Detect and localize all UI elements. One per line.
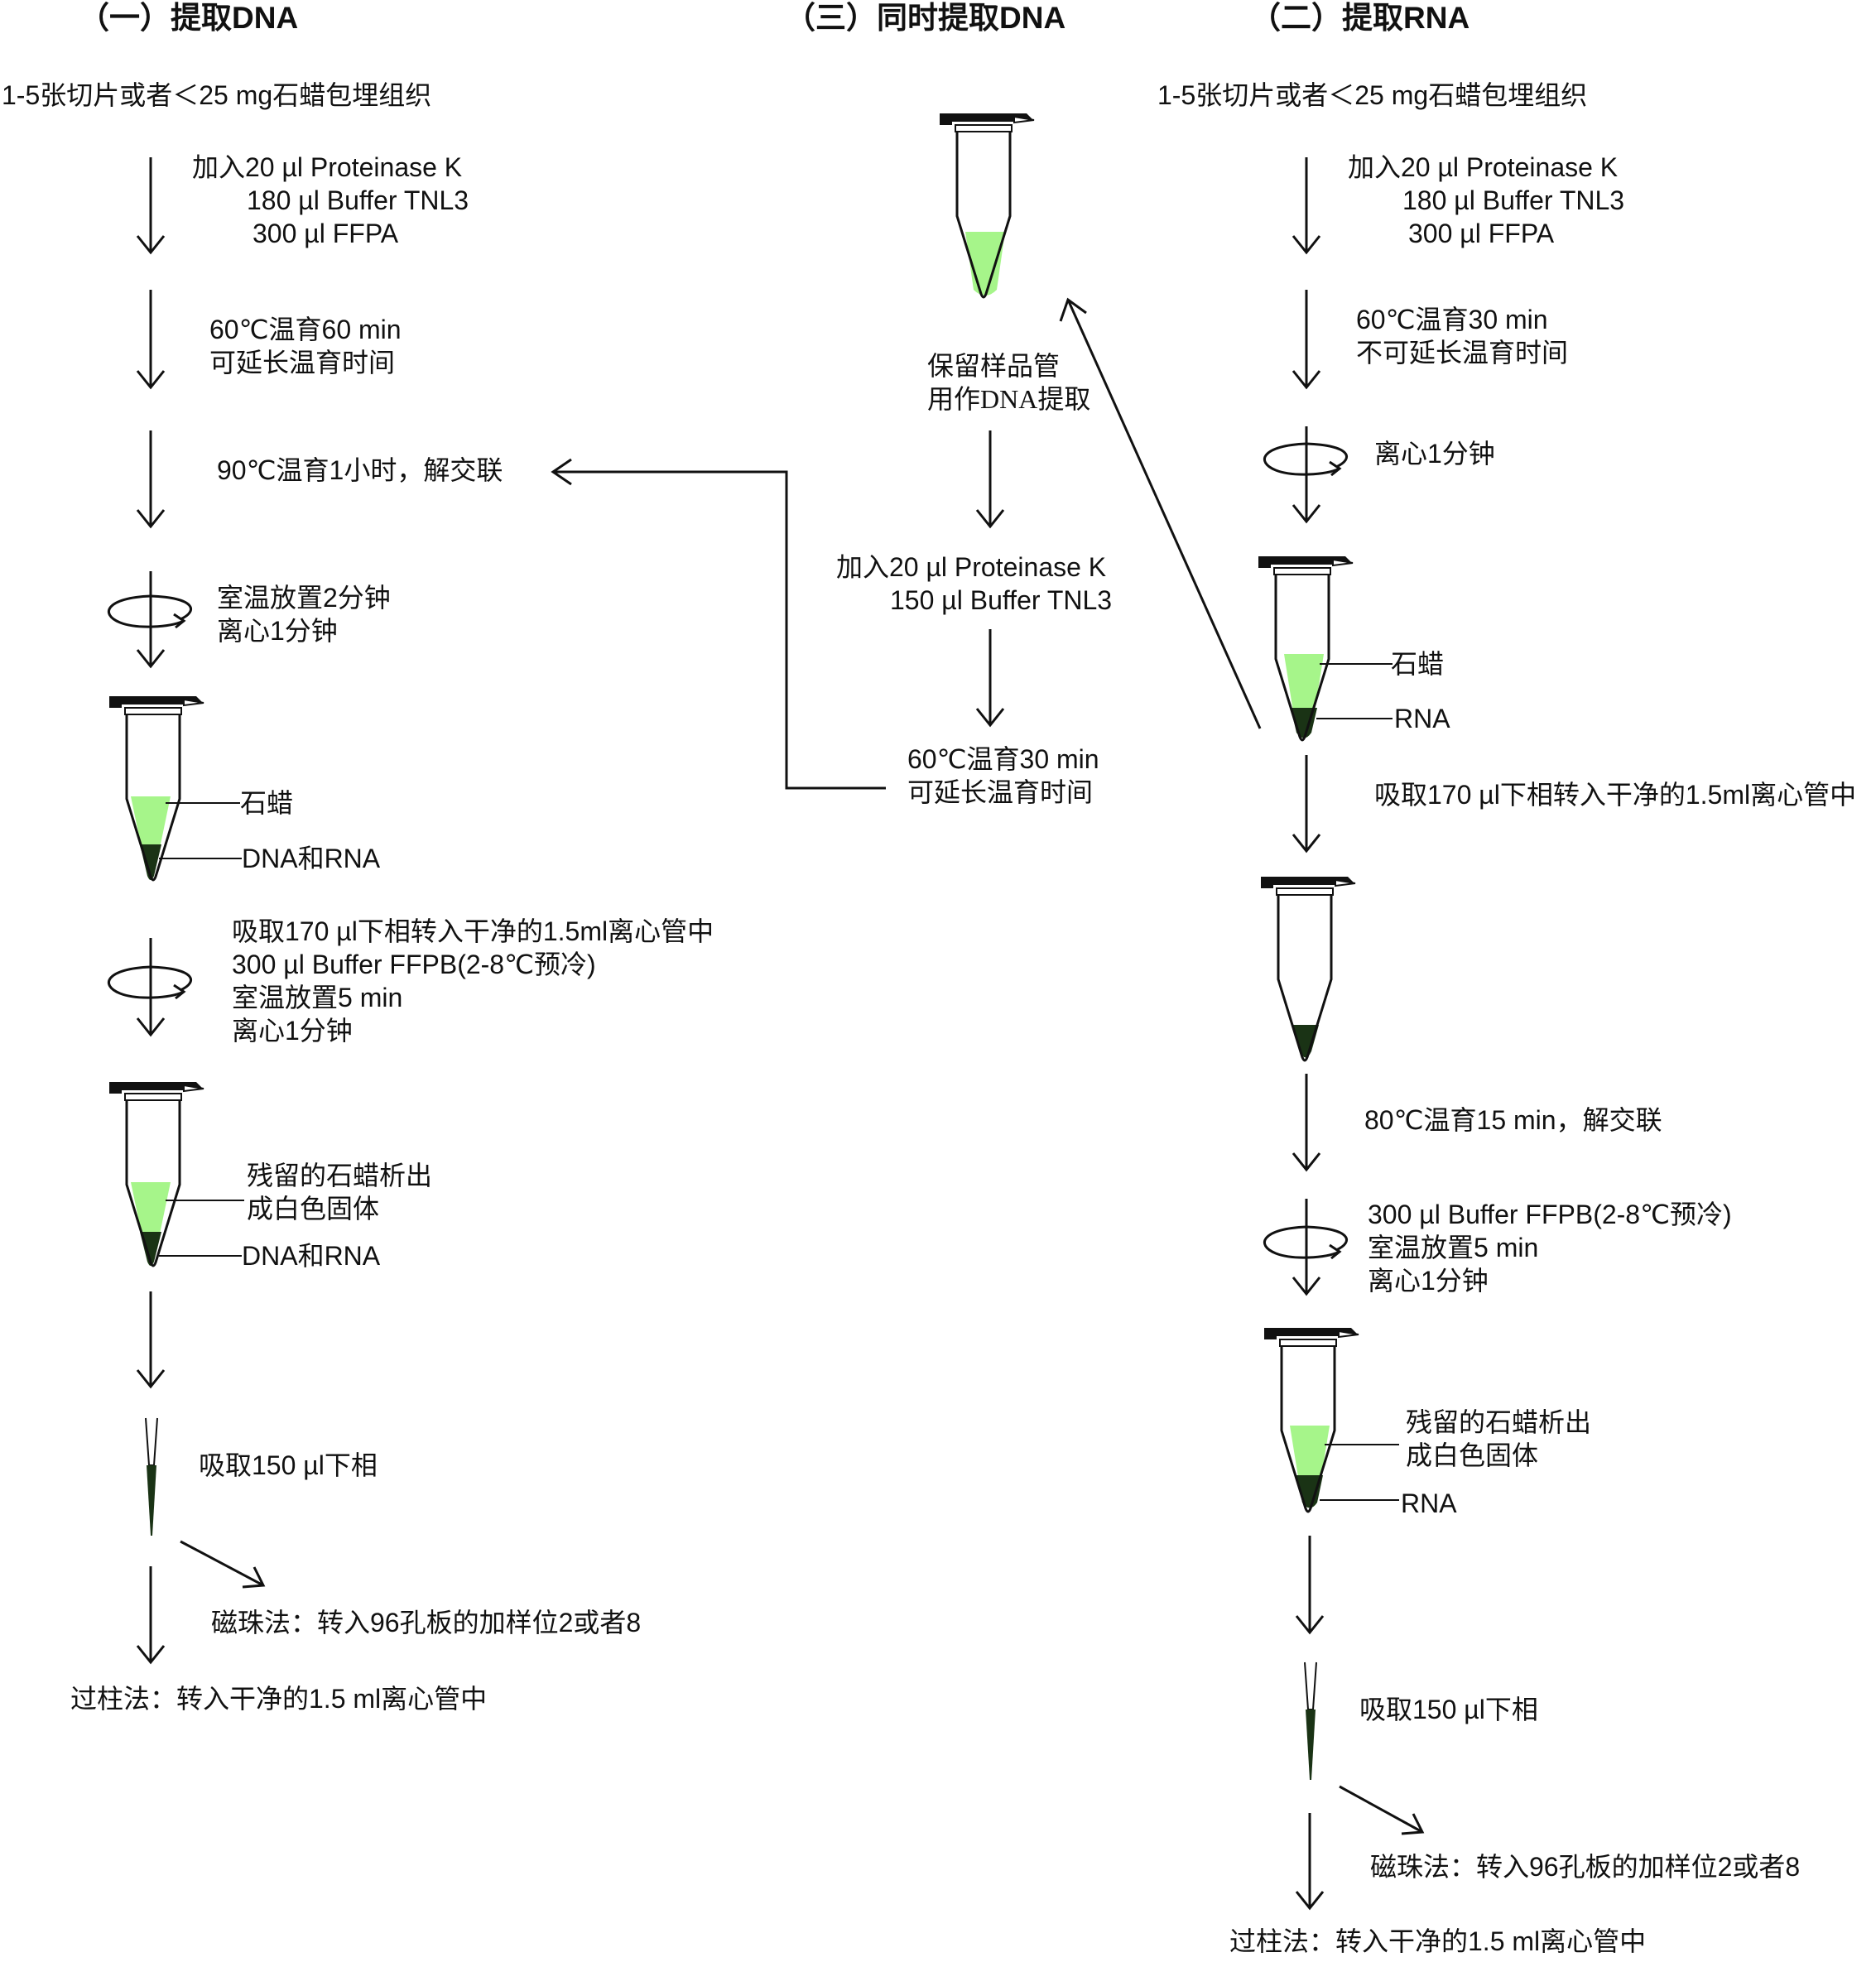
sim-keep-line2: 用作DNA提取: [927, 384, 1091, 414]
dna-arrow-1: [136, 157, 166, 255]
sim-keep-line1: 保留样品管: [927, 351, 1061, 381]
rna-column-graphics: [1263, 157, 1425, 1911]
rna-step4-label: 吸取170 µl下相转入干净的1.5ml离心管中: [1374, 780, 1857, 810]
rna-step6-line2: 室温放置5 min: [1368, 1233, 1539, 1262]
rna-column-label: 过柱法：转入干净的1.5 ml离心管中: [1229, 1926, 1647, 1956]
rna-step1-line2: 180 µl Buffer TNL3: [1402, 185, 1625, 215]
dna-arrow-4: [136, 571, 166, 669]
rna-step5-label: 80℃温育15 min，解交联: [1364, 1105, 1662, 1135]
rna-arrow-5: [1292, 1074, 1321, 1172]
rna-step2-line1: 60℃温育30 min: [1356, 305, 1548, 334]
rna-tube1-lower-label: RNA: [1394, 704, 1450, 733]
dna-step5-line2: 300 µl Buffer FFPB(2-8℃预冷): [232, 950, 596, 979]
rna-arrow-1: [1292, 157, 1321, 255]
dna-tube1-upper-label: 石蜡: [240, 788, 294, 818]
rna-beads-arrow: [1339, 1785, 1425, 1835]
rna-step2-line2: 不可延长温育时间: [1356, 338, 1569, 368]
dna-tube2-lower-label: DNA和RNA: [242, 1241, 381, 1271]
dna-column-graphics: [107, 157, 266, 1665]
dna-step1-line2: 180 µl Buffer TNL3: [247, 185, 469, 215]
rna-step6-line1: 300 µl Buffer FFPB(2-8℃预冷): [1368, 1200, 1732, 1229]
rna-pipette-tip: [1304, 1661, 1317, 1780]
dna-header: （一）提取DNA: [79, 1, 299, 35]
dna-spin-icon-2: [107, 965, 192, 1000]
rna-step1-line1: 加入20 µl Proteinase K: [1348, 152, 1619, 182]
dna-arrow-2: [136, 290, 166, 390]
rna-spin-icon-2: [1263, 1225, 1348, 1260]
rna-tube3-upper-line1: 残留的石蜡析出: [1406, 1407, 1592, 1437]
dna-step2-line1: 60℃温育60 min: [209, 315, 402, 344]
dna-step5-line3: 室温放置5 min: [232, 983, 403, 1012]
sim-step2-line1: 60℃温育30 min: [907, 744, 1099, 774]
sim-step1-line1: 加入20 µl Proteinase K: [836, 552, 1107, 582]
rna-arrow-7: [1295, 1536, 1325, 1635]
dna-step4-line2: 离心1分钟: [217, 616, 338, 646]
sim-arrow-1: [975, 430, 1005, 529]
rna-input-label: 1-5张切片或者＜25 mg石蜡包埋组织: [1157, 80, 1588, 110]
rna-beads-label: 磁珠法：转入96孔板的加样位2或者8: [1370, 1852, 1801, 1882]
sim-step1-line2: 150 µl Buffer TNL3: [890, 585, 1113, 615]
rna-spin-icon-1: [1263, 442, 1348, 477]
rna-tube3-lower-label: RNA: [1401, 1488, 1457, 1518]
rna-tube-1: [1257, 555, 1393, 742]
dna-tube1-lower-label: DNA和RNA: [242, 844, 381, 873]
dna-pipette-tip: [145, 1417, 158, 1536]
dna-step3-label: 90℃温育1小时，解交联: [217, 455, 503, 485]
dna-arrow-5: [136, 938, 166, 1037]
rna-tube1-upper-label: 石蜡: [1391, 649, 1445, 679]
rna-tube-3: [1263, 1326, 1399, 1513]
dna-beads-arrow: [180, 1540, 266, 1589]
dna-pipette-label: 吸取150 µl下相: [199, 1450, 378, 1480]
dna-arrow-6: [136, 1291, 166, 1389]
dna-spin-icon-1: [107, 594, 192, 629]
sim-tube: [938, 112, 1035, 299]
dna-tube2-upper-line1: 残留的石蜡析出: [247, 1161, 433, 1190]
dna-step4-line1: 室温放置2分钟: [217, 583, 391, 613]
dna-tube-1: [108, 695, 242, 882]
dna-column-label: 过柱法：转入干净的1.5 ml离心管中: [70, 1684, 488, 1714]
sim-step2-line2: 可延长温育时间: [907, 777, 1094, 807]
return-connector-arrow: [551, 458, 886, 790]
simultaneous-column-graphics: [551, 297, 1262, 790]
rna-step3-label: 离心1分钟: [1374, 439, 1495, 469]
dna-step5-line4: 离心1分钟: [232, 1016, 353, 1046]
dna-step2-line2: 可延长温育时间: [209, 348, 396, 377]
dna-step1-line3: 300 µl FFPA: [253, 219, 399, 248]
dna-arrow-7: [136, 1566, 166, 1665]
dna-tube-2: [108, 1080, 244, 1267]
dna-beads-label: 磁珠法：转入96孔板的加样位2或者8: [211, 1608, 642, 1637]
dna-tube2-upper-line2: 成白色固体: [247, 1194, 380, 1224]
rna-arrow-2: [1292, 290, 1321, 390]
rna-arrow-6: [1292, 1199, 1321, 1296]
rna-arrow-4: [1292, 755, 1321, 854]
rna-header: （二）提取RNA: [1250, 1, 1470, 35]
rna-step6-line3: 离心1分钟: [1368, 1266, 1489, 1296]
sim-arrow-2: [975, 629, 1005, 728]
rna-tube3-upper-line2: 成白色固体: [1406, 1440, 1539, 1470]
rna-arrow-8: [1295, 1813, 1325, 1911]
rna-step1-line3: 300 µl FFPA: [1408, 219, 1555, 248]
rna-tube-2: [1259, 875, 1356, 1062]
rna-to-sim-arrow: [1059, 297, 1262, 729]
dna-arrow-3: [136, 430, 166, 529]
simultaneous-header: （三）同时提取DNA: [785, 1, 1066, 35]
dna-input-label: 1-5张切片或者＜25 mg石蜡包埋组织: [2, 80, 432, 110]
rna-pipette-label: 吸取150 µl下相: [1359, 1695, 1538, 1724]
dna-step5-line1: 吸取170 µl下相转入干净的1.5ml离心管中: [232, 916, 714, 946]
dna-step1-line1: 加入20 µl Proteinase K: [192, 152, 463, 182]
